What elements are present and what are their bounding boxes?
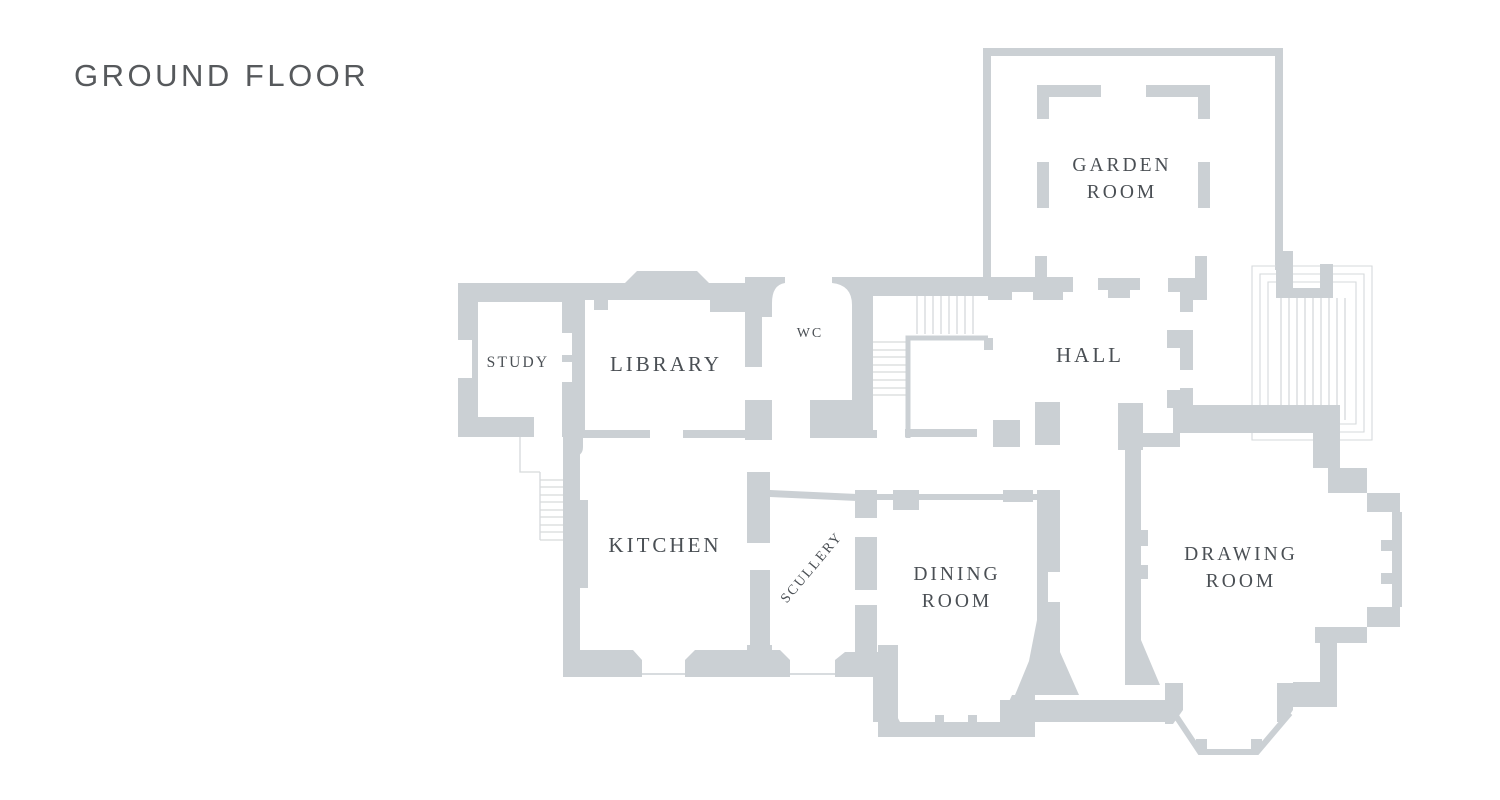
wall-segment	[458, 283, 568, 437]
room-label-dining-room-line2: ROOM	[922, 591, 993, 612]
room-label-wc: WC	[797, 326, 824, 341]
room-label-study: STUDY	[487, 354, 550, 371]
dining-room-walls	[877, 490, 1079, 695]
wc-walls	[745, 277, 873, 440]
room-label-library: LIBRARY	[610, 352, 722, 376]
room-label-garden-room-line1: GARDEN	[1072, 155, 1171, 176]
study-walls	[458, 283, 568, 437]
room-label-dining-room-line1: DINING	[913, 564, 1000, 585]
room-label-kitchen: KITCHEN	[608, 533, 721, 557]
main-staircase	[873, 296, 988, 438]
page-title: GROUND FLOOR	[74, 58, 370, 93]
dining-bay-window	[878, 695, 1035, 737]
drawing-room-walls	[1165, 468, 1402, 724]
room-label-garden-room-line2: ROOM	[1087, 182, 1158, 203]
drawing-room-bay-window	[1169, 708, 1293, 755]
scullery-walls	[747, 472, 877, 652]
hall-walls	[955, 277, 1340, 468]
wall-segment	[563, 420, 898, 722]
corridor-walls	[1000, 450, 1165, 722]
bay-window-wall	[1169, 708, 1293, 755]
room-label-drawing-room-line2: ROOM	[1206, 571, 1277, 592]
room-label-scullery: SCULLERY	[778, 530, 846, 607]
stair-treads	[1280, 298, 1346, 420]
room-label-drawing-room-line1: DRAWING	[1184, 544, 1298, 565]
library-door-openings	[562, 333, 572, 382]
stair-treads	[540, 479, 563, 541]
wall-segment	[955, 277, 1340, 468]
stair-railing	[905, 335, 988, 438]
wall-segment	[747, 472, 877, 652]
wall-segment	[1165, 468, 1402, 724]
room-label-hall: HALL	[1056, 343, 1124, 367]
wall-segment	[877, 490, 1079, 695]
kitchen-walls	[563, 420, 898, 722]
wall-segment	[878, 695, 1035, 737]
garden-steps-wall	[1276, 251, 1333, 298]
bay-window-mullions	[1196, 739, 1262, 751]
stair-treads-upper	[916, 296, 974, 334]
wall-segment	[745, 277, 873, 440]
dining-window-opening	[1048, 572, 1060, 602]
study-door-opening	[458, 340, 472, 378]
stair-outline	[519, 437, 541, 540]
exterior-stair-left	[519, 437, 563, 541]
wall-segment	[1000, 450, 1165, 722]
stair-treads-lower	[873, 341, 906, 396]
exterior-stair-right	[1251, 251, 1373, 441]
